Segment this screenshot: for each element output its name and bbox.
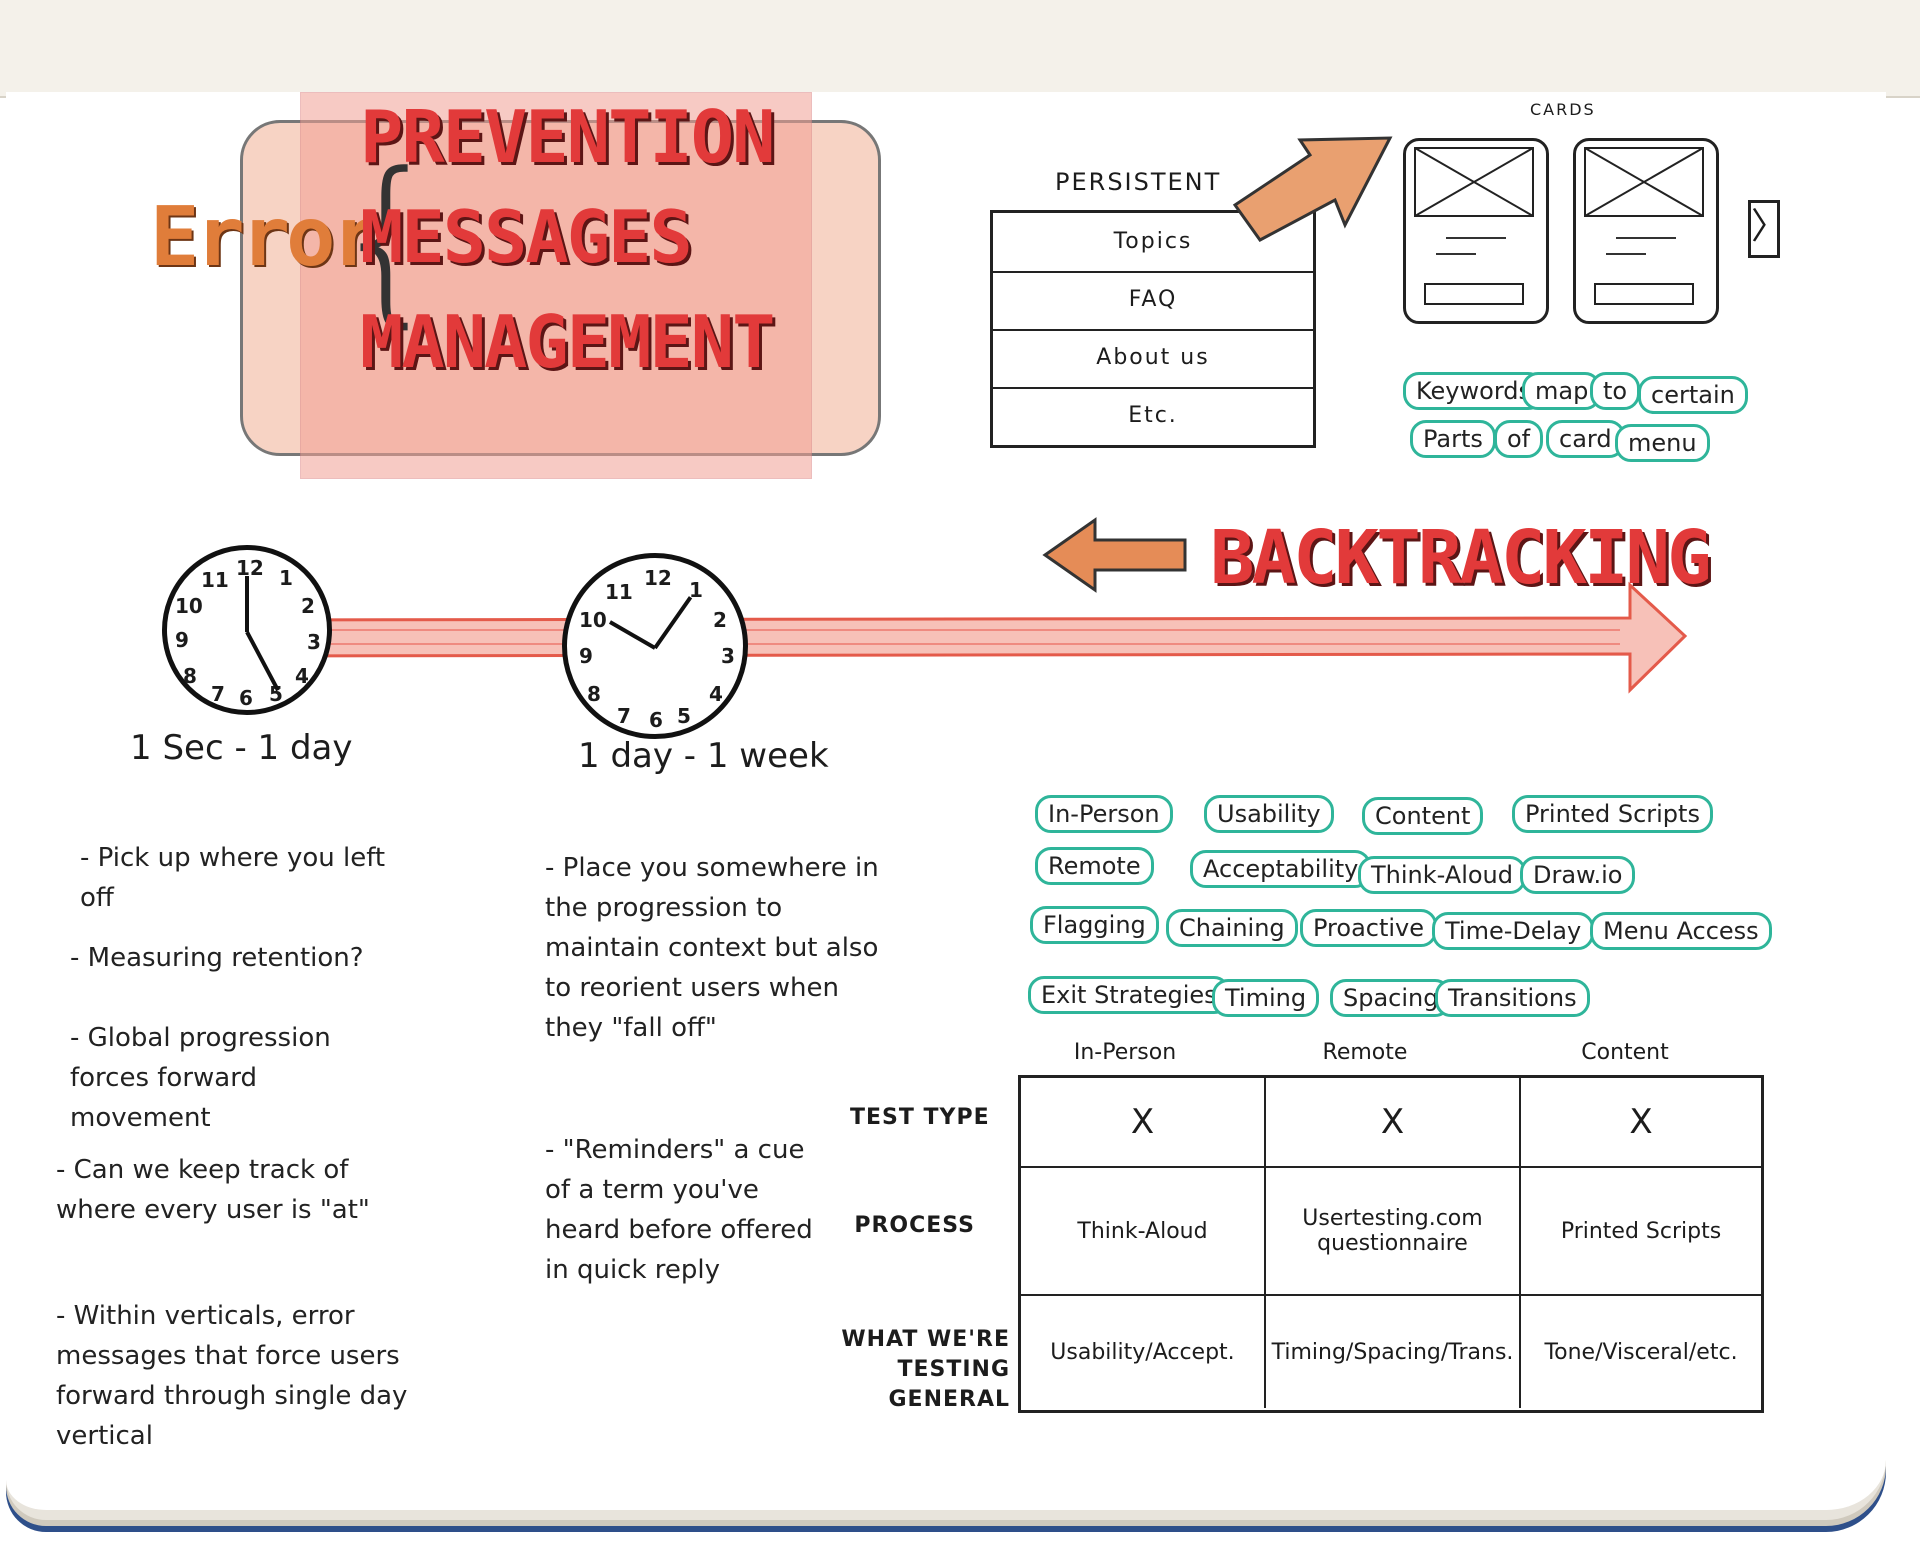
matrix-column-header: Content xyxy=(1581,1040,1669,1065)
card-wireframe xyxy=(1573,138,1719,324)
title-brace: { xyxy=(330,135,445,344)
matrix-cell: Timing/Spacing/Trans. xyxy=(1266,1296,1521,1408)
card-tag: Parts xyxy=(1410,420,1496,458)
title-highlight xyxy=(300,92,812,479)
matrix-row-header: PROCESS xyxy=(854,1213,975,1238)
persistent-menu: Topics FAQ About us Etc. xyxy=(990,210,1316,448)
card-tag: to xyxy=(1590,372,1641,410)
matrix-column-header: Remote xyxy=(1322,1040,1408,1065)
card-tag: menu xyxy=(1615,424,1710,462)
test-tag: Draw.io xyxy=(1520,856,1636,894)
test-tag: Transitions xyxy=(1435,979,1590,1017)
matrix-row-header: WHAT WE'RE TESTING GENERAL xyxy=(841,1327,1010,1412)
cards-label: CARDS xyxy=(1530,100,1596,119)
test-tag: Acceptability xyxy=(1190,850,1372,888)
image-placeholder-icon xyxy=(1584,147,1704,217)
card-button xyxy=(1594,283,1694,305)
backtracking-heading: BACKTRACKING xyxy=(1210,515,1712,601)
matrix-row-header: TEST TYPE xyxy=(850,1105,990,1130)
card-tag: Keywords xyxy=(1403,372,1545,410)
note-item: - Place you somewhere in the progression… xyxy=(545,853,879,1043)
test-tag: Proactive xyxy=(1300,909,1438,947)
note-item: - Measuring retention? xyxy=(70,943,364,973)
timeline-arrow-icon xyxy=(240,581,1688,694)
matrix-cell: Printed Scripts xyxy=(1521,1168,1761,1296)
note-item: - Pick up where you left off xyxy=(80,843,386,913)
card-tag: of xyxy=(1494,420,1544,458)
matrix-cell: X xyxy=(1266,1078,1521,1168)
card-button xyxy=(1424,283,1524,305)
arrow-to-cards-icon xyxy=(1232,136,1393,242)
next-chevron-icon: 〉 xyxy=(1748,200,1787,258)
arrow-left-icon xyxy=(1042,517,1187,593)
card-tag: certain xyxy=(1638,376,1748,414)
image-placeholder-icon xyxy=(1414,147,1534,217)
matrix-cell: Tone/Visceral/etc. xyxy=(1544,1339,1738,1365)
title-line-management: MANAGEMENT xyxy=(360,300,775,384)
matrix-cell: Think-Aloud xyxy=(1021,1168,1266,1296)
test-tag: Exit Strategies xyxy=(1028,976,1230,1014)
test-tag: Chaining xyxy=(1166,909,1298,947)
test-tag: Content xyxy=(1362,797,1484,835)
note-item: - Can we keep track of where every user … xyxy=(56,1155,370,1225)
test-tag: Timing xyxy=(1212,979,1320,1017)
menu-item-faq: FAQ xyxy=(993,271,1313,331)
matrix-cell: X xyxy=(1021,1078,1266,1168)
note-item: - "Reminders" a cue of a term you've hea… xyxy=(545,1135,813,1285)
title-error-word: Error xyxy=(150,190,381,285)
menu-item-about: About us xyxy=(993,329,1313,389)
notebook-top-edge xyxy=(0,0,1920,98)
test-tag: Usability xyxy=(1204,795,1334,833)
clock-icon: 12 1 2 3 4 5 6 7 8 9 10 11 xyxy=(562,553,748,739)
test-tag: In-Person xyxy=(1035,795,1173,833)
test-tag: Printed Scripts xyxy=(1512,795,1713,833)
note-item: - Global progression forces forward move… xyxy=(70,1023,331,1133)
timeline-caption: 1 Sec - 1 day xyxy=(130,728,353,768)
note-item: - Within verticals, error messages that … xyxy=(56,1301,408,1451)
clock-icon: 12 1 2 3 4 5 6 7 8 9 10 11 xyxy=(162,545,332,715)
timeline-caption: 1 day - 1 week xyxy=(578,736,829,776)
persistent-label: PERSISTENT xyxy=(1055,168,1222,196)
test-tag: Remote xyxy=(1035,847,1154,885)
test-tag: Think-Aloud xyxy=(1358,856,1526,894)
matrix-cell: Usability/Accept. xyxy=(1021,1296,1266,1408)
title-line-messages: MESSAGES xyxy=(360,195,693,279)
test-tag: Menu Access xyxy=(1590,912,1772,950)
menu-item-topics: Topics xyxy=(993,213,1313,273)
menu-item-etc: Etc. xyxy=(1128,403,1178,428)
matrix-cell: Usertesting.com questionnaire xyxy=(1266,1168,1521,1296)
card-wireframe xyxy=(1403,138,1549,324)
card-tag: card xyxy=(1546,420,1625,458)
card-tag: map xyxy=(1522,372,1602,410)
test-tag: Flagging xyxy=(1030,906,1159,944)
test-tag: Spacing xyxy=(1330,979,1452,1017)
test-matrix-table: X X X Think-Aloud Usertesting.com questi… xyxy=(1018,1075,1764,1413)
title-line-prevention: PREVENTION xyxy=(360,95,775,179)
test-tag: Time-Delay xyxy=(1432,912,1595,950)
matrix-column-header: In-Person xyxy=(1073,1040,1177,1065)
matrix-cell: X xyxy=(1521,1078,1761,1168)
